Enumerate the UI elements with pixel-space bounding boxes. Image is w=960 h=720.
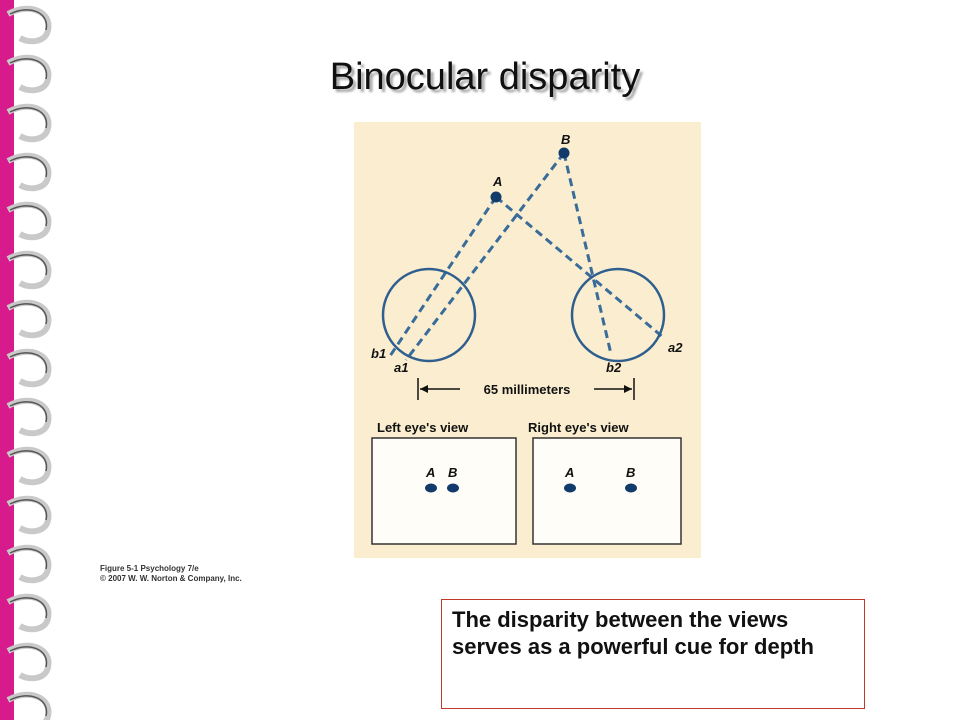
left-eye bbox=[381, 267, 477, 363]
figure-drawing: A B b1 a1 b2 a2 65 millimeters Left eye'… bbox=[371, 132, 683, 545]
binding-ring bbox=[6, 446, 52, 486]
binding-ring-shade bbox=[9, 205, 48, 227]
binding-ring-shade bbox=[9, 58, 48, 80]
binding-ring-shade bbox=[9, 646, 48, 668]
label-b2: b2 bbox=[606, 360, 622, 375]
binding-ring-shade bbox=[9, 9, 48, 31]
binding-ring bbox=[6, 201, 52, 241]
binding-ring-shade bbox=[9, 107, 48, 129]
point-b bbox=[558, 147, 570, 159]
left-box-label-b: B bbox=[448, 465, 457, 480]
label-a1: a1 bbox=[394, 360, 408, 375]
label-point-b: B bbox=[561, 132, 570, 147]
binding-ring-shade bbox=[9, 499, 48, 521]
binding-ring bbox=[6, 495, 52, 535]
caption-box: The disparity between the views serves a… bbox=[441, 599, 865, 709]
spiral-binding-decoration bbox=[0, 0, 52, 720]
binding-ring-shade bbox=[9, 156, 48, 178]
binding-ring bbox=[6, 103, 52, 143]
binding-ring-shade bbox=[9, 303, 48, 325]
figure-credit: Figure 5-1 Psychology 7/e © 2007 W. W. N… bbox=[100, 564, 242, 584]
left-view-box bbox=[371, 437, 517, 545]
binding-ring bbox=[6, 397, 52, 437]
binding-ring-shade bbox=[9, 254, 48, 276]
binding-ring-shade bbox=[9, 695, 48, 717]
binding-ring-shade bbox=[9, 401, 48, 423]
left-box-label-a: A bbox=[425, 465, 435, 480]
binding-ring bbox=[6, 299, 52, 339]
label-point-a: A bbox=[492, 174, 502, 189]
right-box-label-b: B bbox=[626, 465, 635, 480]
binding-ring bbox=[6, 642, 52, 682]
slide-title: Binocular disparity bbox=[329, 56, 641, 98]
right-view-label: Right eye's view bbox=[528, 420, 630, 435]
sight-line-a-left bbox=[388, 196, 498, 357]
arrowhead-left bbox=[420, 385, 428, 393]
right-view-box bbox=[532, 437, 682, 545]
arrowhead-right bbox=[624, 385, 632, 393]
distance-label: 65 millimeters bbox=[484, 382, 571, 397]
label-b1: b1 bbox=[371, 346, 386, 361]
binding-ring-shade bbox=[9, 597, 48, 619]
binding-ring bbox=[6, 5, 52, 45]
binding-ring bbox=[6, 152, 52, 192]
sight-line-a-right bbox=[495, 195, 665, 340]
credit-line-2: © 2007 W. W. Norton & Company, Inc. bbox=[100, 574, 242, 583]
left-view-label: Left eye's view bbox=[377, 420, 469, 435]
left-box-dot-a bbox=[425, 483, 437, 493]
binding-ring bbox=[6, 544, 52, 584]
binding-ring bbox=[6, 593, 52, 633]
right-eye bbox=[570, 267, 666, 363]
binding-ring-shade bbox=[9, 352, 48, 374]
right-box-dot-b bbox=[625, 483, 637, 493]
binocular-disparity-figure: A B b1 a1 b2 a2 65 millimeters Left eye'… bbox=[354, 122, 701, 558]
binding-ring-shade bbox=[9, 548, 48, 570]
label-a2: a2 bbox=[668, 340, 683, 355]
right-box-label-a: A bbox=[564, 465, 574, 480]
credit-line-1: Figure 5-1 Psychology 7/e bbox=[100, 564, 199, 573]
binding-ring bbox=[6, 348, 52, 388]
left-box-dot-b bbox=[447, 483, 459, 493]
sight-line-b-left bbox=[404, 152, 566, 361]
right-box-dot-a bbox=[564, 483, 576, 493]
binding-ring bbox=[6, 250, 52, 290]
binding-ring-shade bbox=[9, 450, 48, 472]
point-a bbox=[490, 191, 502, 203]
sight-line-b-right bbox=[562, 152, 613, 355]
